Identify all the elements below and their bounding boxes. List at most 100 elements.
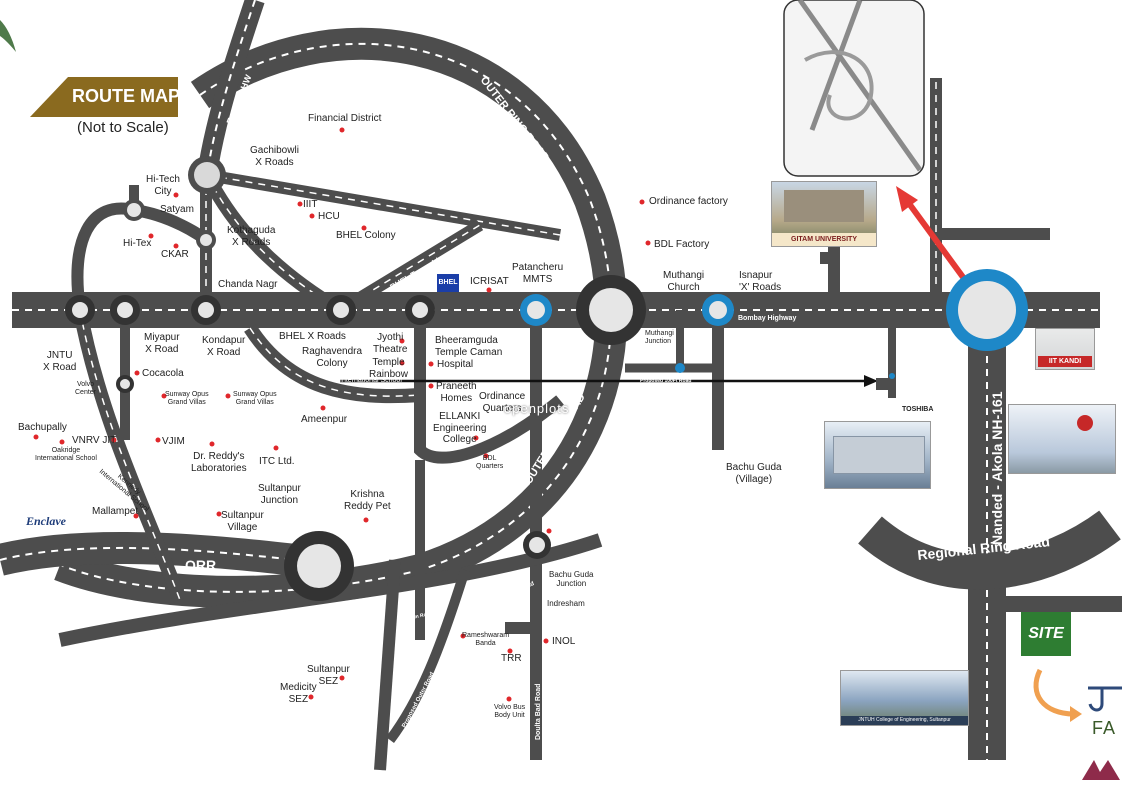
label-gachibowli: Gachibowli X Roads [250,145,299,168]
label-mallampet: Mallampet [92,506,139,517]
junction-sultanpur [284,531,354,601]
label-dr-reddys: Dr. Reddy's Laboratories [191,451,247,474]
label-hi-tex: Hi-Tex [123,238,152,249]
location-markers [33,127,651,702]
proposed-jinnaram-label: Proposed Jinnaram Road [466,581,536,614]
brand-area [1033,668,1122,780]
gitam-university-label: GITAM UNIVERSITY [772,233,876,246]
label-ordinance-factory: Ordinance factory [649,196,728,207]
curved-arrow-icon [1033,668,1075,717]
label-vjim: VJIM [162,436,185,447]
label-sultanpur-sez: Sultanpur SEZ [307,664,350,687]
label-inol: INOL [552,636,576,647]
regional-ring-road [858,510,1121,590]
label-international-school: International School [340,377,402,384]
proposed-100ft-road-label: Proposed 100Ft Road [640,378,691,384]
toshiba-marker [876,378,888,390]
junction-site [946,269,1028,351]
map-title: ROUTE MAP [72,86,180,106]
map-subtitle: (Not to Scale) [77,119,169,136]
gitam-marker [820,252,832,264]
label-bachupally: Bachupally [18,422,67,433]
label-bhel-x-roads: BHEL X Roads [279,331,346,342]
junction-patancheru [520,294,552,326]
label-bheeramguda: Bheeramguda Temple Caman [435,335,503,358]
label-medicity-sez: Medicity SEZ [280,682,317,705]
junction-kothaguda [196,230,216,250]
junction-gachibowli [188,156,226,194]
junction-kondapur [191,295,221,325]
gachibowli-east-road [205,169,562,241]
label-praneeth: Praneeth Homes [436,381,477,404]
label-miyapur: Miyapur X Road [144,332,180,355]
wadakpally-road-label: Wadakpally Road [367,672,374,730]
label-bachu-guda-junction: Bachu Guda Junction [549,570,594,589]
label-jyothi: Jyothi Theatre [373,332,408,355]
jntuh-label: JNTUH College of Engineering, Sultanpur [841,716,968,725]
label-sunway-2: Sunway Opus Grand Villas [233,391,277,407]
iit-kandi-photo: IIT KANDI [1035,328,1095,370]
junction-hitech [123,199,145,221]
label-hcu: HCU [318,211,340,222]
label-toshiba: TOSHIBA [902,406,934,413]
jntuh-college-photo: JNTUH College of Engineering, Sultanpur [840,670,969,726]
label-hospital: Hospital [437,359,474,370]
iit-emblem-icon [1077,415,1093,431]
label-muthangi: Muthangi Church [663,270,705,293]
leaf-decoration [0,20,16,52]
label-satyam: Satyam [160,204,194,215]
label-trr: TRR [501,653,522,664]
doulta-bad-road-label: Doulta Bad Road [535,684,542,740]
junction-bachu-guda [523,531,551,559]
label-financial-district: Financial District [308,113,382,124]
label-krishna-reddy-pet: Krishna Reddy Pet [344,489,391,512]
label-bdl-factory: BDL Factory [654,239,710,250]
label-muthangi-junction: Muthangi Junction [645,330,674,346]
junction-bheeramguda [405,295,435,325]
proposed-outer-road-label: Proposed Outer Road [401,671,436,729]
label-raghavendra: Raghavendra Colony [302,346,363,369]
label-rameshwaram: Rameshwaram Banda [462,632,510,648]
label-volvo-bus: Volvo Bus Body Unit [494,704,526,720]
iit-kandi-label: IIT KANDI [1038,356,1092,367]
toshiba-photo [824,421,931,489]
label-enclave: Enclave [26,514,66,528]
label-cocacola: Cocacola [142,368,184,379]
title-banner [30,77,178,117]
label-vnrv: VNRV JIT [72,435,117,446]
label-itc: ITC Ltd. [259,456,295,467]
label-bachu-guda-village: Bachu Guda (Village) [726,462,782,485]
junction-jntu [65,295,95,325]
junction-bhel [326,295,356,325]
label-sunway-1: Sunway Opus Grand Villas [165,391,209,407]
label-temple-rainbow: Temple Rainbow [369,357,408,380]
nanded-highway-label: Nanded - Akola NH-161 [989,391,1005,545]
orr-label: ORR [185,557,216,573]
label-kondapur: Kondapur X Road [202,335,246,358]
junction-isnapur [702,294,734,326]
label-volvo-center: Volvo Center [75,381,97,397]
label-sultanpur-village: Sultanpur Village [221,510,264,533]
label-ckar: CKAR [161,249,189,260]
label-icrisat: ICRISAT [470,276,509,287]
gitam-building [784,190,864,222]
label-ellanki: ELLANKI Engineering College [433,411,487,445]
bhel-logo: BHEL [437,274,459,292]
wadakpally-road [374,559,401,771]
brand-mark-icon [1082,760,1120,780]
label-bhel-colony: BHEL Colony [336,230,396,241]
toshiba-building [833,436,925,474]
label-jntu: JNTU X Road [43,350,77,373]
iit-campus-photo [1008,404,1116,474]
label-ordinance-quarters: Ordinance Quarters [479,391,526,414]
label-ameenpur: Ameenpur [301,414,348,425]
partial-brand-text: FA [1092,718,1117,738]
label-iiit: IIIT [303,199,318,210]
label-indresham: Indresham [547,599,585,608]
brand-logo-icon [1088,686,1122,712]
label-isnapur: Isnapur 'X' Roads [739,270,782,293]
inset-pointer-arrow [902,196,971,286]
label-sultanpur-junction: Sultanpur Junction [258,483,301,506]
